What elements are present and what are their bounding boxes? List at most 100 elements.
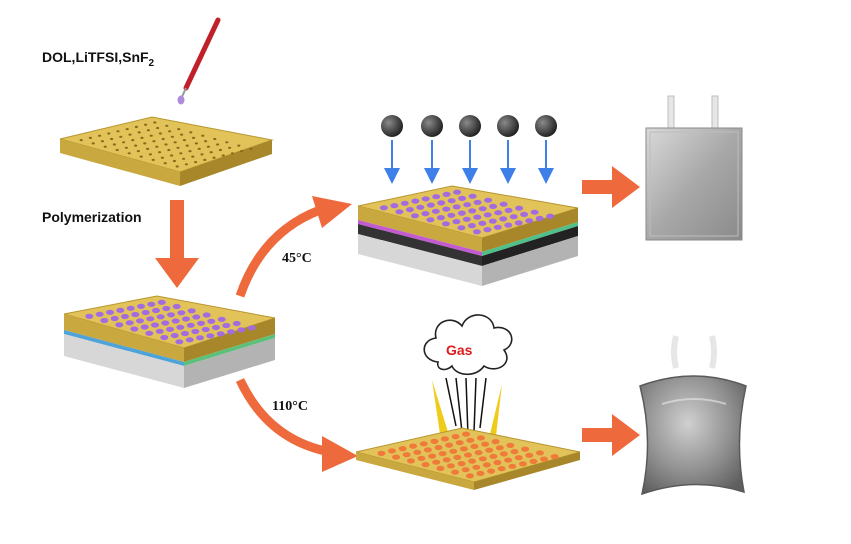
pore [445,442,454,448]
pore [390,203,399,209]
pore [461,467,470,473]
arrow-to-pouch [582,166,640,208]
pore [222,322,231,329]
gas-cloud-icon [423,314,513,437]
pore [165,124,169,127]
pore [152,307,160,314]
cell-stack-slab [357,185,579,286]
pore [493,224,502,230]
pore [175,165,179,168]
pore [124,146,128,149]
pore [446,463,455,469]
ion-row [381,115,557,184]
pore [127,152,131,155]
pore [213,137,217,141]
pore [157,299,166,305]
pore [476,470,485,476]
pore [437,200,446,206]
reagents-main: DOL,LiTFSI,SnF [42,49,149,65]
pore [489,203,498,209]
pore [177,310,186,316]
pore [106,309,114,315]
pore [131,311,140,318]
pore [136,318,144,324]
pore [182,157,186,160]
pore [125,320,134,326]
pore [535,215,544,221]
pore [452,219,461,225]
pore [100,140,104,143]
pore [100,317,109,324]
pore [203,158,207,161]
pore [206,145,210,148]
pore [155,328,164,334]
pore [525,218,534,224]
pore [442,457,451,463]
pore [170,154,174,157]
pore [176,146,180,149]
pore [164,143,168,146]
pore [116,130,120,133]
pore [177,128,181,131]
pore [426,202,435,208]
swollen-pouch-icon [639,335,747,496]
pore [482,462,491,468]
pore [459,446,468,452]
pore [137,131,141,134]
pore [416,204,425,210]
pore [182,316,190,322]
pore [455,440,464,446]
ion-sphere-icon [421,115,443,184]
pore [431,208,440,214]
ion-sphere-icon [535,115,557,184]
pore [473,214,482,220]
pore [417,455,426,461]
pore [139,155,143,158]
arrow-to-swollen-pouch [582,414,640,456]
pore [468,458,477,464]
pore [510,449,519,455]
pore [491,439,500,445]
pore [423,447,432,453]
pore [493,459,502,466]
pore [179,152,183,155]
temp-110c-label: 110°C [272,399,308,414]
pore [146,316,155,322]
pore [212,324,220,331]
pore [247,325,256,331]
pore [413,449,422,455]
pore [387,448,396,454]
pore [421,196,430,202]
pore [182,139,186,142]
pore [189,131,193,134]
pore [130,326,139,332]
pore [227,329,235,335]
temp-45c-label: 45°C [282,251,312,266]
pore [91,142,95,145]
pore [200,153,204,156]
pore [529,458,538,464]
pore [489,453,498,459]
pore [466,437,475,443]
pore [128,133,132,136]
porous-film-slab [59,116,274,186]
pore [499,201,508,207]
pore [202,312,211,318]
pore [148,153,152,156]
pore [207,318,216,324]
pore [506,442,515,448]
pore [153,121,157,124]
pore [186,322,195,328]
pore [426,217,435,223]
polymer-electrolyte-slab [63,295,276,388]
pore [419,441,428,447]
pore [206,333,215,339]
pore [115,322,124,328]
pore [110,137,114,141]
pore [520,211,529,217]
pore [192,314,201,320]
pore [436,215,445,221]
pore [197,147,201,150]
pore [377,450,386,456]
pore [225,141,229,144]
